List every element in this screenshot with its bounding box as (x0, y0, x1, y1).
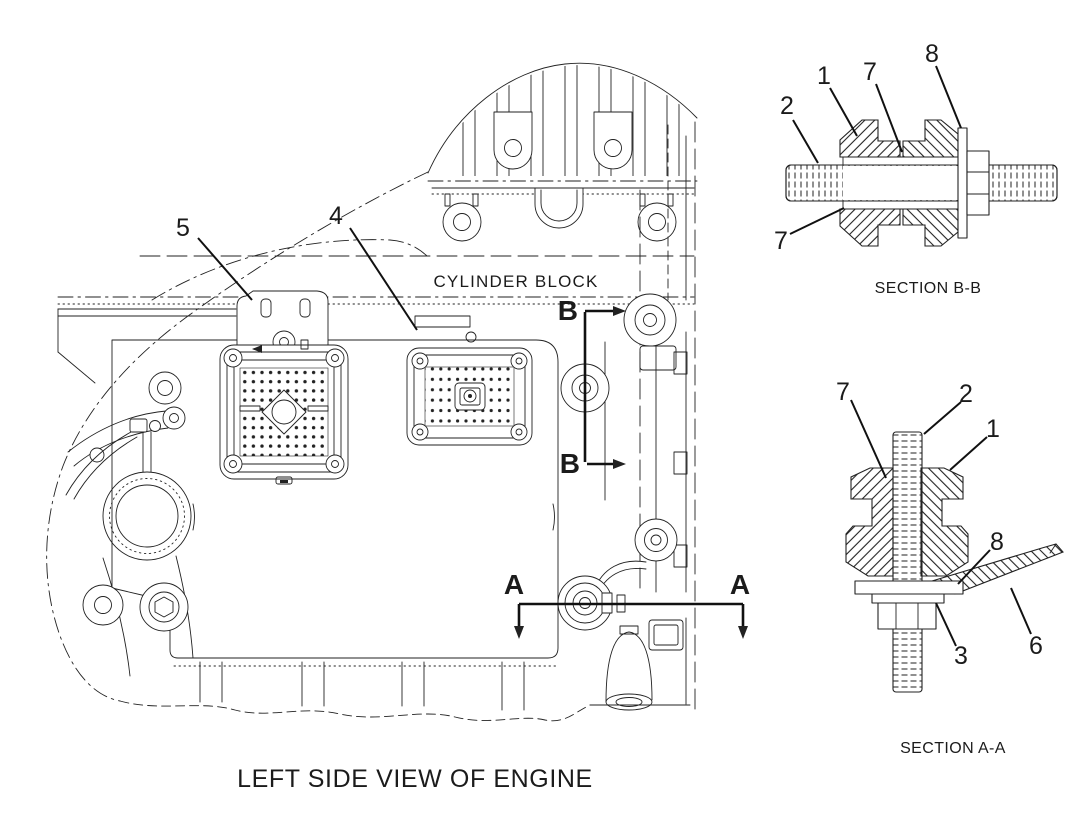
callout-8-leader (935, 65, 962, 129)
plate-screw-hole (465, 331, 477, 343)
rubber-isolator (839, 119, 901, 158)
callout-1-leader (949, 436, 988, 471)
bb-callout-7-lower: 7 (774, 227, 788, 255)
aa-callout-2: 2 (959, 380, 973, 408)
collar (871, 593, 945, 604)
plate-slot (552, 503, 555, 531)
section-a-marker-right: A (730, 569, 750, 600)
figure-caption: LEFT SIDE VIEW OF ENGINE (237, 765, 593, 793)
section-cut-b-line: B B (558, 295, 626, 479)
oil-pan-bosses (199, 661, 525, 711)
callout-5-label: 5 (176, 214, 190, 242)
callout-8-leader (957, 549, 991, 585)
aa-callout-3: 3 (954, 642, 968, 670)
intake-port (493, 111, 533, 170)
bb-callout-8: 8 (925, 40, 939, 68)
connector-screw (510, 423, 528, 441)
isolator-grommet (148, 371, 182, 405)
section-b-marker-bottom: B (560, 448, 580, 479)
nut (966, 150, 990, 216)
callout-7-lower-leader (789, 207, 845, 235)
section-bb-detail: 2 1 7 8 7 SECTION B-B (774, 40, 1058, 297)
connector-screw (325, 348, 345, 368)
section-aa-detail: 7 2 1 8 3 6 SECTION A-A (836, 378, 1064, 757)
spacer-sleeve (842, 200, 959, 210)
connector-screw (325, 454, 345, 474)
rubber-isolator (839, 208, 901, 247)
connector-screw (510, 352, 528, 370)
bb-callout-1: 1 (817, 62, 831, 90)
bell-housing (605, 631, 653, 703)
ecm-connector-large (219, 339, 349, 485)
aa-callout-1: 1 (986, 415, 1000, 443)
mounting-bracket-part5 (236, 290, 329, 354)
connector-screw (223, 454, 243, 474)
rubber-isolator (902, 119, 959, 158)
section-aa-title: SECTION A-A (900, 740, 1006, 757)
connector-screw (411, 423, 429, 441)
ecm-mounting-plate (111, 331, 559, 667)
callout-1-leader (829, 87, 858, 137)
rubber-isolator (920, 467, 969, 577)
nut (877, 602, 937, 630)
callout-6-leader (1010, 587, 1032, 635)
lower-left-grommets (82, 371, 189, 632)
intake-runners (57, 65, 698, 305)
aa-callout-7: 7 (836, 378, 850, 406)
rubber-isolator (902, 208, 959, 247)
callout-2-leader (792, 119, 819, 164)
isolator-grommet (623, 293, 677, 347)
aa-callout-8: 8 (990, 528, 1004, 556)
connector-screw (411, 352, 429, 370)
mounting-stud (892, 431, 923, 693)
callout-3-leader (935, 602, 957, 647)
section-b-marker-top: B (558, 295, 578, 326)
ecm-connector-small (406, 347, 533, 446)
engine-outline (46, 62, 698, 722)
intake-port (593, 111, 633, 170)
bb-callout-7-upper: 7 (863, 58, 877, 86)
section-cut-a-line: A A (504, 569, 750, 639)
callout-2-leader (923, 401, 962, 435)
isolator-grommet (82, 584, 124, 626)
callout-4-leader (349, 227, 418, 331)
section-bb-title: SECTION B-B (875, 280, 982, 297)
mounting-bolt (139, 582, 189, 632)
washer (854, 580, 964, 595)
connector-screw (223, 348, 243, 368)
section-a-marker-left: A (504, 569, 524, 600)
callout-7-leader (850, 399, 887, 479)
right-engine-details (560, 124, 688, 711)
cylinder-block-label: CYLINDER BLOCK (433, 272, 598, 291)
spacer-sleeve (842, 156, 959, 166)
main-engine-view: B B A A 5 4 CYLINDER BLOCK (46, 62, 750, 722)
hose (65, 431, 132, 496)
callout-5-leader (197, 237, 253, 301)
plate-slot (192, 503, 195, 531)
bb-callout-2: 2 (780, 92, 794, 120)
callout-7-upper-leader (875, 83, 903, 153)
engine-boss (637, 202, 677, 242)
aa-callout-6: 6 (1029, 632, 1043, 660)
callout-4-label: 4 (329, 202, 343, 230)
left-engine-details (57, 308, 471, 677)
rubber-isolator (845, 467, 894, 577)
engine-boss (442, 202, 482, 242)
isolator-grommet (634, 518, 678, 562)
hose-fitting (129, 418, 148, 433)
main-callouts: 5 4 CYLINDER BLOCK (176, 202, 598, 331)
washer (957, 127, 968, 239)
